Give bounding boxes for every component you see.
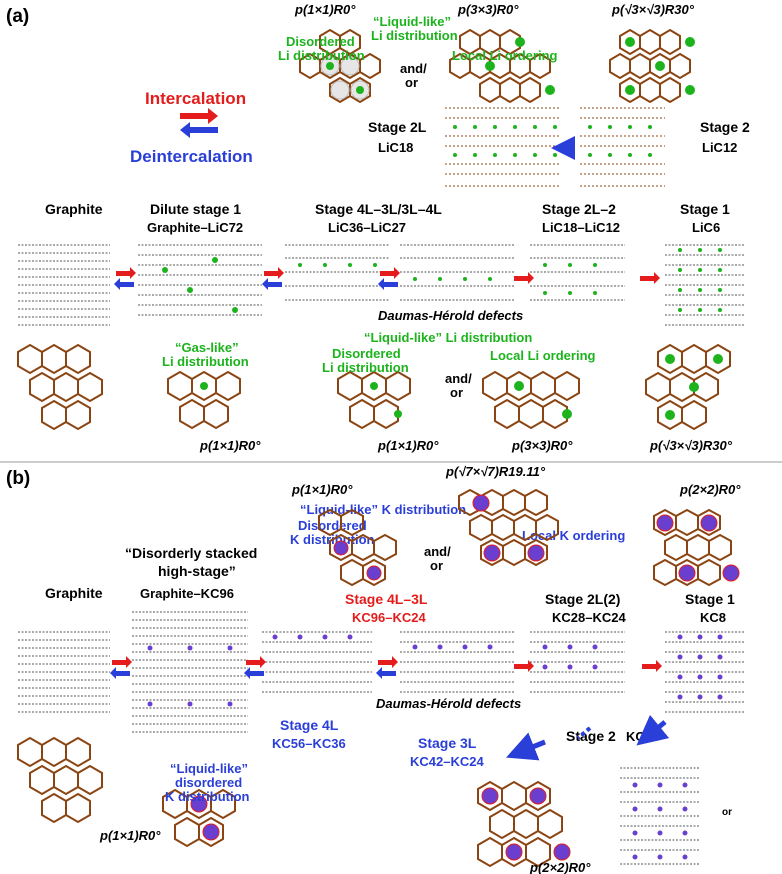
intercalation-label: Intercalation (145, 89, 246, 108)
b-disorderly2: high-stage” (158, 563, 236, 579)
a-bottom-and-or2: or (450, 385, 463, 400)
b-top-lattices (318, 488, 732, 587)
stage-1-formula: LiC6 (692, 220, 720, 235)
a-bottom-liquid: “Liquid-like” Li distribution (364, 330, 532, 345)
b-graphite: Graphite (45, 585, 103, 601)
b-top-sqrt7: p(√7×√7)R19.11° (445, 464, 546, 479)
panel-b-label: (b) (6, 468, 30, 489)
b-bottom-liquid: “Liquid-like” (170, 761, 248, 776)
top-left-superlattice: p(1×1)R0° (294, 2, 356, 17)
deintercalation-arrow (190, 127, 218, 133)
top-mid-lattice (449, 28, 551, 104)
a-graphite-label: Graphite (45, 201, 103, 217)
stage-4l3l-label: Stage 4L–3L/3L–4L (315, 201, 442, 217)
b-and-or2: or (430, 558, 443, 573)
b-stage-2l2-formula: KC28–KC24 (552, 610, 626, 625)
a-bottom-p11-left: p(1×1)R0° (199, 438, 261, 453)
a-bottom-local: Local Li ordering (490, 348, 596, 363)
dilute-formula: Graphite–LiC72 (147, 220, 243, 235)
top-and-or2: or (405, 75, 418, 90)
b-top-p22: p(2×2)R0° (679, 482, 741, 497)
stage-2-label: Stage 2 (700, 119, 750, 135)
top-and-or: and/ (400, 61, 427, 76)
top-right-lattice (609, 28, 691, 104)
b-top-p11: p(1×1)R0° (291, 482, 353, 497)
stage-2-formula: LiC12 (702, 140, 737, 155)
a-bottom-disordered: Disordered (332, 346, 401, 361)
b-stage-4l-formula: KC56–KC36 (272, 736, 346, 751)
b-top-disordered: Disordered (298, 518, 367, 533)
b-dh-defects: Daumas-Hérold defects (376, 696, 521, 711)
stage-2l2-label: Stage 2L–2 (542, 201, 616, 217)
stage-1-label: Stage 1 (680, 201, 730, 217)
b-stage-4l3l: Stage 4L–3L (345, 591, 428, 607)
b-graphite-kc96: Graphite–KC96 (140, 586, 234, 601)
b-stage-3l: Stage 3L (418, 735, 477, 751)
top-left-lattice (299, 28, 381, 104)
stage-2-stack (580, 107, 665, 187)
b-k-dots (147, 634, 723, 707)
b-and-or: and/ (424, 544, 451, 559)
top-left-liquid2: Li distribution (371, 28, 458, 43)
b-bottom-p11: p(1×1)R0° (99, 828, 161, 843)
deintercalation-label: Deintercalation (130, 147, 253, 166)
a-bottom-lattices (17, 343, 731, 431)
b-top-liquid: “Liquid-like” K distribution (300, 502, 466, 517)
b-stage-2: Stage 2 (566, 728, 616, 744)
top-mid-local: Local Li ordering (452, 48, 558, 63)
b-bottom-liquid2: disordered (175, 775, 242, 790)
b-layer-stacks (18, 611, 745, 733)
a-gas-like: “Gas-like” (175, 340, 239, 355)
a-bottom-p11-mid: p(1×1)R0° (377, 438, 439, 453)
top-left-disordered2: Li distribution (278, 48, 365, 63)
stage-2l2-formula: LiC18–LiC12 (542, 220, 620, 235)
b-stage-3l-formula: KC42–KC24 (410, 754, 484, 769)
a-bottom-sqrt3: p(√3×√3)R30° (649, 438, 733, 453)
stage-2l-formula: LiC18 (378, 140, 413, 155)
b-or-label: or (722, 807, 732, 818)
top-mid-superlattice: p(3×3)R0° (457, 2, 519, 17)
b-bottom-p22: p(2×2)R0° (529, 860, 591, 874)
b-disorderly: “Disorderly stacked (125, 545, 257, 561)
a-bottom-p33: p(3×3)R0° (511, 438, 573, 453)
top-left-liquid: “Liquid-like” (373, 14, 451, 29)
b-stage-2l2: Stage 2L(2) (545, 591, 620, 607)
panel-a-label: (a) (6, 6, 29, 27)
b-stage-1: Stage 1 (685, 591, 735, 607)
intercalation-arrow (180, 113, 208, 119)
b-stage-4l: Stage 4L (280, 717, 339, 733)
a-layer-stacks (18, 244, 745, 326)
b-bottom-liquid3: K distribution (165, 789, 250, 804)
a-gas-like2: Li distribution (162, 354, 249, 369)
stage-2l-stack (445, 107, 560, 187)
stage-2l-label: Stage 2L (368, 119, 427, 135)
a-bottom-and-or: and/ (445, 371, 472, 386)
stage-4l3l-formula: LiC36–LiC27 (328, 220, 406, 235)
b-stage2-stack (620, 767, 700, 865)
a-dh-defects: Daumas-Hérold defects (378, 308, 523, 323)
a-li-dots (162, 248, 722, 313)
b-stage-1-formula: KC8 (700, 610, 726, 625)
a-bottom-disordered2: Li distribution (322, 360, 409, 375)
b-bottom-lattices (17, 736, 563, 868)
top-left-disordered: Disordered (286, 34, 355, 49)
b-stage-4l3l-formula: KC96–KC24 (352, 610, 426, 625)
dilute-label: Dilute stage 1 (150, 201, 241, 217)
top-right-superlattice: p(√3×√3)R30° (611, 2, 695, 17)
